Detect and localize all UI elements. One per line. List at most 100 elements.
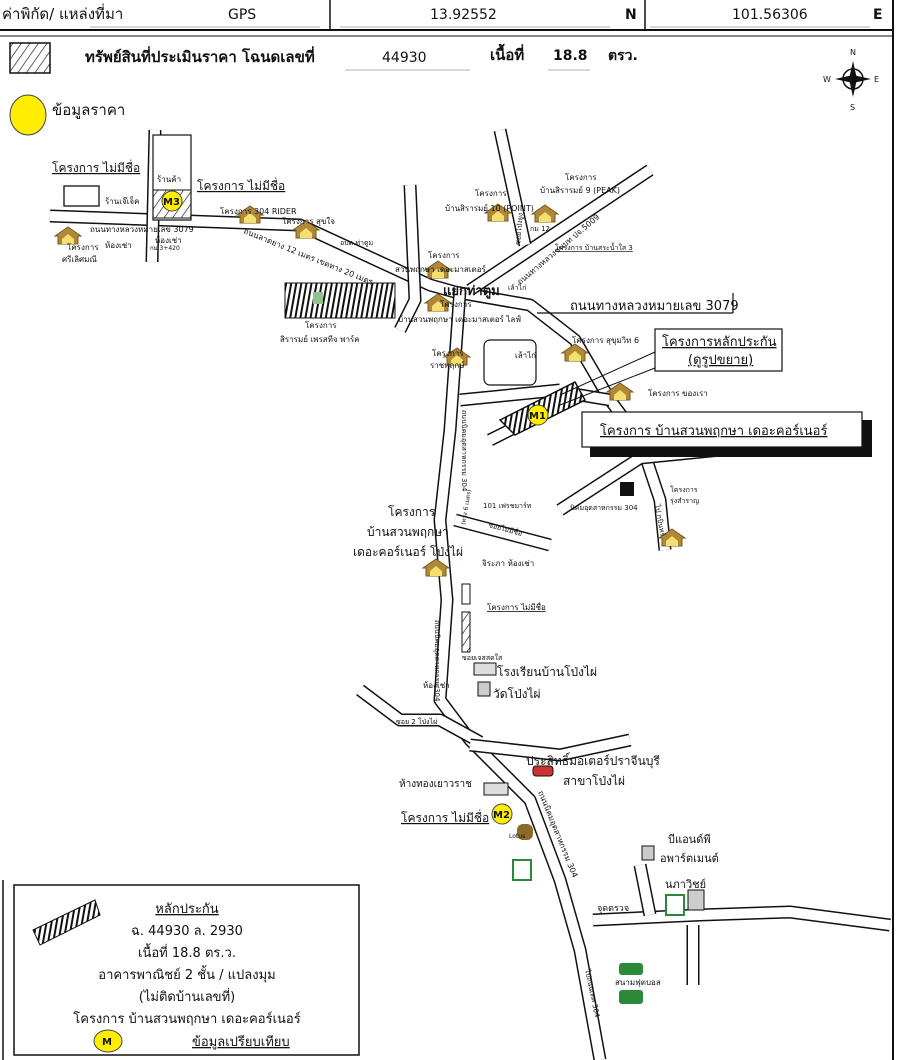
- football-field-icon: [619, 990, 643, 1004]
- label-lotus: Lotus: [509, 833, 525, 840]
- coord-label: ค่าพิกัด/ แหล่งที่มา: [2, 3, 123, 23]
- label-project: โครงการ สุขุมวิท 6: [572, 335, 639, 345]
- marker-m3[interactable]: M3: [161, 190, 183, 212]
- label-road-304: ถนนนิคมอุตสาหกรรม 304: [460, 410, 468, 492]
- label-project: สวนพฤกษา เดอะมาสเตอร์: [395, 264, 487, 274]
- legend-title: หลักประกัน: [155, 902, 218, 917]
- label-project: โครงการ: [428, 250, 460, 260]
- svg-text:E: E: [874, 75, 879, 84]
- price-legend-label: ข้อมูลราคา: [52, 101, 125, 119]
- svg-text:N: N: [850, 48, 856, 57]
- label-project: โครงการ: [67, 242, 99, 252]
- svg-text:M3: M3: [163, 197, 180, 208]
- gold-shop-icon: [483, 782, 509, 796]
- label-project: โครงการ บ้านสระน้ำใส 3: [555, 241, 633, 252]
- label-unnamed-project: โครงการ ไม่มีชื่อ: [401, 809, 489, 825]
- road-network: [49, 128, 891, 1060]
- label-place: เล้าไก่: [515, 351, 536, 360]
- market-icon: [517, 824, 533, 840]
- svg-text:M1: M1: [529, 411, 546, 422]
- label-school: โรงเรียนบ้านโป่งไผ่: [497, 665, 597, 679]
- compass-rose-icon: N S E W: [823, 48, 879, 112]
- label-project: รุ่งสำราญ: [670, 497, 699, 505]
- label-rent: ห้องเช่า: [155, 236, 182, 245]
- green-park: [313, 292, 323, 304]
- building-outline: [461, 583, 471, 605]
- label-project: โครงการ: [475, 188, 507, 198]
- label-road: ซอยโป่งยูง: [513, 212, 525, 245]
- main-project-label: โครงการ บ้านสวนพฤกษา เดอะคอร์เนอร์: [600, 423, 827, 439]
- housing-estate-siram: [284, 282, 396, 319]
- label-rent: ห้องเช่า: [423, 681, 450, 690]
- label-km: กม 12: [530, 225, 550, 233]
- marker-m2[interactable]: M2: [491, 803, 513, 825]
- label-place: เล้าไก่: [508, 283, 526, 292]
- factory-icon: [620, 482, 634, 496]
- label-unnamed-project: โครงการ ไม่มีชื่อ: [487, 601, 546, 612]
- area-value: 18.8: [553, 48, 588, 64]
- label-project: บ้านสวนพฤกษา: [367, 525, 449, 539]
- legend-house-no: (ไม่ติดบ้านเลขที่): [139, 988, 235, 1005]
- area-label: เนื้อที่: [490, 43, 524, 64]
- label-project: ศรีเลิศมณี: [62, 255, 97, 264]
- legend-marker-icon: M: [93, 1029, 123, 1053]
- coord-source: GPS: [228, 7, 256, 23]
- label-project: สิรารมย์ เพรสทีจ พาร์ค: [280, 334, 360, 344]
- collateral-title: โครงการหลักประกัน: [662, 334, 777, 350]
- label-unnamed-project: โครงการ ไม่มีชื่อ: [197, 177, 285, 193]
- school-icon: [473, 662, 497, 676]
- label-km: กม.3+420: [150, 245, 180, 252]
- label-junction: แยกท่าตูม: [443, 284, 500, 299]
- label-project: โครงการ ของเรา: [648, 388, 708, 398]
- legend-building: อาคารพาณิชย์ 2 ชั้น / แปลงมุม: [98, 965, 275, 983]
- latitude-value: 13.92552: [430, 7, 497, 23]
- label-road: ถนนทางหลวงหมายเลข 3079: [90, 225, 194, 234]
- label-place: อบต.ท่าตูม: [340, 239, 373, 247]
- legend-deed: ฉ. 44930 ล. 2930: [131, 924, 243, 939]
- collateral-callout: [654, 328, 783, 372]
- label-project: บ้านสิรารมย์ 9 (PEAK): [540, 185, 620, 195]
- label-project: บ้านสิรารมย์ 10 (POINT): [445, 203, 534, 213]
- apartment-icon: [641, 845, 655, 861]
- label-apartment: บีแอนด์พี: [668, 833, 711, 846]
- label-football: สนามฟุตบอล: [615, 978, 661, 987]
- collateral-subtitle: (ดูรูปขยาย): [688, 353, 753, 368]
- svg-text:M2: M2: [493, 810, 510, 821]
- temple-icon: [477, 681, 491, 697]
- label-road: ซอย 2 โป่งไผ่: [396, 717, 437, 726]
- legend-project: โครงการ บ้านสวนพฤกษา เดอะคอร์เนอร์: [73, 1011, 300, 1027]
- label-apartment: อพาร์ตเมนต์: [660, 852, 719, 865]
- longitude-dir: E: [873, 7, 883, 23]
- label-shop: 101 เฟรชมาร์ท: [483, 502, 532, 510]
- label-shop: ร้านค้า: [157, 175, 181, 184]
- building-outline: [461, 611, 471, 653]
- svg-text:S: S: [850, 103, 855, 112]
- seven-eleven-icon: [665, 894, 685, 916]
- svg-text:M: M: [102, 1037, 112, 1048]
- legend-text: หลักประกัน ฉ. 44930 ล. 2930 เนื้อที่ 18.…: [73, 902, 300, 1050]
- football-field-icon: [619, 963, 643, 975]
- asset-label: ทรัพย์สินที่ประเมินราคา โฉนดเลขที่: [85, 46, 315, 66]
- label-checkpoint: จุดตรวจ: [597, 904, 629, 914]
- car-icon: [532, 765, 554, 777]
- label-shop: ประสิทธิ์มอเตอร์ปราจีนบุรี: [526, 752, 660, 769]
- label-project: โครงการ: [440, 299, 472, 309]
- seven-eleven-icon: [512, 859, 532, 881]
- hatch-legend-icon: [9, 42, 51, 74]
- label-apartment: นภาวิชย์: [665, 878, 706, 891]
- area-unit: ตรว.: [608, 48, 638, 64]
- chicken-farm: [483, 339, 537, 386]
- label-shop: ห้างทองเยาวราช: [399, 778, 472, 790]
- label-project: โครงการ: [670, 485, 698, 494]
- label-project: ราชพฤกษ์: [430, 360, 465, 370]
- label-unnamed-project: โครงการ ไม่มีชื่อ: [52, 159, 140, 175]
- legend-area: เนื้อที่ 18.8 ตร.ว.: [138, 943, 236, 961]
- label-road-3079: ถนนทางหลวงหมายเลข 3079: [570, 299, 739, 314]
- longitude-value: 101.56306: [732, 7, 808, 23]
- label-project: เดอะคอร์เนอร์ โป่งไผ่: [353, 545, 463, 559]
- apartment-icon: [687, 889, 705, 911]
- marker-m1[interactable]: M1: [527, 404, 549, 426]
- label-project: โครงการ: [565, 172, 597, 182]
